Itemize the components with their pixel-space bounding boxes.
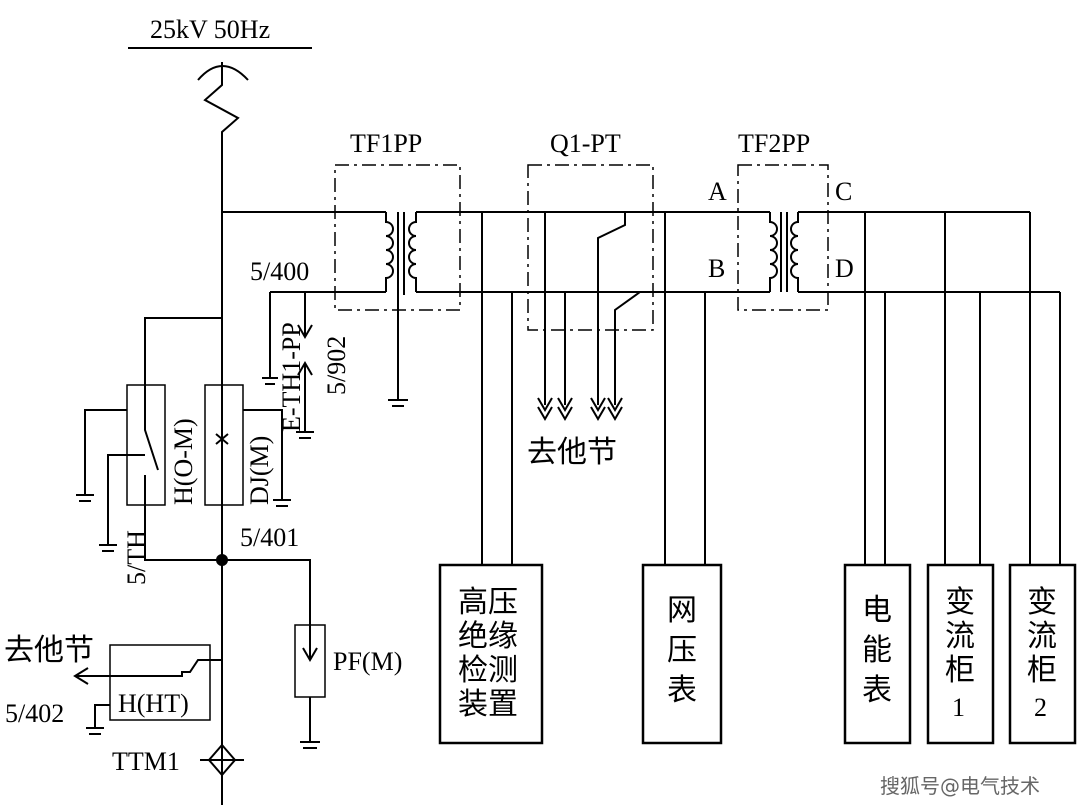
converter-2-box bbox=[1008, 563, 1077, 745]
ttm1-label: TTM1 bbox=[112, 747, 180, 776]
terminal-b-label: B bbox=[708, 254, 725, 283]
hht-contact bbox=[75, 659, 222, 677]
tf2pp-enclosure bbox=[737, 164, 829, 311]
terminal-d-label: D bbox=[835, 254, 854, 283]
tf1-secondary-coil-icon bbox=[408, 212, 417, 292]
secondary-bus bbox=[416, 211, 770, 565]
wire-902-label: 5/902 bbox=[322, 336, 351, 395]
wire-th-label: 5/TH bbox=[122, 530, 151, 585]
ground-icon bbox=[262, 377, 278, 385]
wire-402-label: 5/402 bbox=[5, 699, 64, 728]
hom-th-wire bbox=[107, 454, 145, 545]
wire-401-label: 5/401 bbox=[240, 523, 299, 552]
djm-ground-wire bbox=[243, 409, 283, 500]
left-switchgear: E-TH1-PP 5/902 H(O-M) 5/TH DJ(M) 5/401 P… bbox=[76, 292, 402, 749]
conv2-line-1: 变 bbox=[1027, 585, 1057, 620]
tf2-primary-coil-icon bbox=[769, 212, 778, 292]
hom-feed bbox=[144, 317, 222, 385]
arrow-group bbox=[537, 397, 623, 421]
conv2-line-2: 流 bbox=[1027, 619, 1057, 654]
insulation-line-1: 高压 bbox=[458, 585, 518, 620]
tf2pp-transformer: TF2PP A B C D bbox=[708, 129, 1060, 311]
ground-icon bbox=[273, 499, 291, 507]
device-boxes: 高压 绝缘 检测 装置 网 压 表 电 能 表 变 流 柜 1 变 流 柜 2 bbox=[438, 563, 1077, 745]
ground-icon bbox=[300, 741, 320, 749]
djm-label: DJ(M) bbox=[245, 436, 274, 505]
pf-feed bbox=[222, 559, 311, 625]
conv1-line-2: 流 bbox=[945, 619, 975, 654]
hom-switch-icon bbox=[144, 385, 159, 505]
to-other-middle-label: 去他节 bbox=[527, 435, 617, 470]
breaker-x-icon bbox=[215, 433, 229, 445]
q1pt-enclosure bbox=[527, 164, 654, 331]
conv2-line-3: 柜 bbox=[1027, 653, 1057, 688]
energy-line-3: 表 bbox=[862, 673, 892, 708]
q1-switch-2 bbox=[614, 291, 641, 405]
voltmeter-line-1: 网 bbox=[667, 593, 697, 628]
main-bus-line bbox=[203, 62, 240, 805]
ground-icon bbox=[76, 494, 94, 502]
q1pt-label: Q1-PT bbox=[550, 129, 621, 158]
right-feeders bbox=[864, 212, 1061, 565]
insulation-line-3: 检测 bbox=[458, 653, 518, 688]
watermark: 搜狐号@电气技术 bbox=[880, 774, 1040, 798]
hom-return bbox=[144, 505, 222, 561]
ground-icon bbox=[99, 544, 117, 552]
tf1pp-label: TF1PP bbox=[350, 129, 422, 158]
energy-line-1: 电 bbox=[862, 593, 892, 628]
djm-enclosure bbox=[204, 384, 244, 506]
conv1-line-4: 1 bbox=[952, 693, 965, 722]
terminal-a-label: A bbox=[708, 177, 727, 206]
arrow-down-icon bbox=[607, 397, 623, 421]
energy-line-2: 能 bbox=[862, 633, 892, 668]
hht-enclosure bbox=[109, 644, 211, 721]
tf2pp-label: TF2PP bbox=[738, 129, 810, 158]
voltmeter-box bbox=[641, 563, 723, 745]
tf1-primary-coil-icon bbox=[385, 212, 394, 292]
arrow-left-icon bbox=[73, 667, 89, 685]
wire-400-label: 5/400 bbox=[250, 257, 309, 286]
insulation-line-4: 装置 bbox=[458, 687, 518, 722]
hom-label: H(O-M) bbox=[169, 418, 198, 505]
q1-switch-1 bbox=[597, 212, 626, 405]
converter-1-box bbox=[926, 563, 995, 745]
hht-group: 去他节 H(HT) 5/402 TTM1 bbox=[4, 633, 244, 777]
arrow-down-icon bbox=[590, 397, 606, 421]
voltmeter-line-2: 压 bbox=[667, 633, 697, 668]
conv2-line-4: 2 bbox=[1034, 693, 1047, 722]
conv1-line-3: 柜 bbox=[945, 653, 975, 688]
hom-ground-wire bbox=[84, 409, 127, 495]
arrow-down-icon bbox=[557, 397, 573, 421]
q1-pt: Q1-PT 去他节 bbox=[527, 129, 654, 470]
hht-ground-wire bbox=[94, 704, 110, 728]
to-other-left-label: 去他节 bbox=[4, 633, 94, 668]
terminal-c-label: C bbox=[835, 177, 852, 206]
conv1-line-1: 变 bbox=[945, 585, 975, 620]
ground-icon bbox=[86, 727, 104, 735]
supply-label: 25kV 50Hz bbox=[150, 15, 270, 44]
hht-label: H(HT) bbox=[118, 689, 189, 718]
ttm1-sensor-icon bbox=[207, 743, 237, 777]
insulation-detector-box bbox=[438, 563, 544, 745]
arrow-down-icon bbox=[537, 397, 553, 421]
tf1pp-transformer: TF1PP 5/400 bbox=[222, 129, 461, 407]
tf2-secondary-coil-icon bbox=[790, 212, 799, 292]
insulation-line-2: 绝缘 bbox=[458, 619, 518, 654]
ground-icon bbox=[296, 431, 314, 439]
fuse-arrow-icon bbox=[302, 625, 318, 662]
energy-meter-box bbox=[843, 563, 912, 745]
arrester-arrow-icon bbox=[297, 324, 313, 339]
pfm-label: PF(M) bbox=[333, 647, 402, 676]
voltmeter-line-3: 表 bbox=[667, 673, 697, 708]
ground-icon bbox=[388, 399, 408, 407]
supply-group: 25kV 50Hz bbox=[128, 15, 312, 805]
